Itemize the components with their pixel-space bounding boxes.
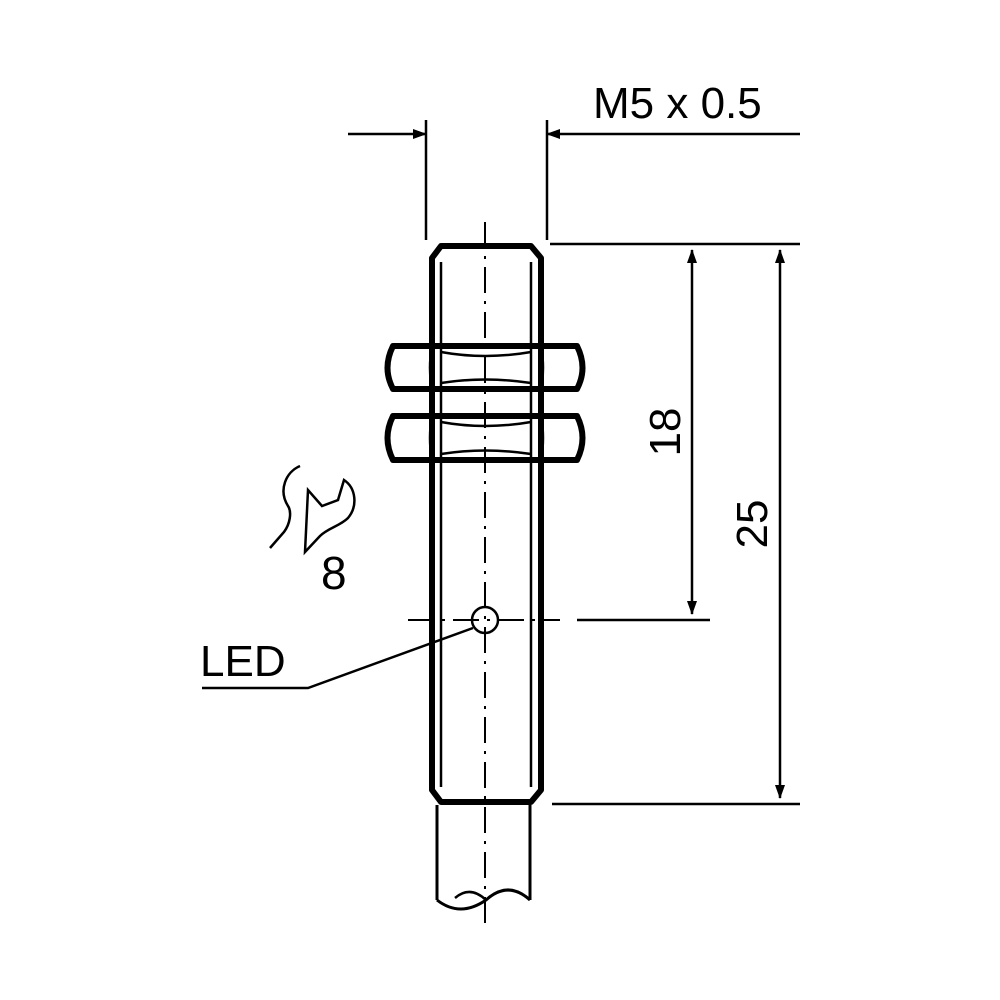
thread-label: M5 x 0.5 <box>593 79 762 128</box>
led-leader-line <box>202 626 474 690</box>
wrench-size-label: 8 <box>321 547 347 599</box>
hex-nut-lower <box>384 413 586 463</box>
wrench-icon <box>269 464 356 556</box>
dimension-25-label: 25 <box>728 500 777 549</box>
sensor-barrel <box>429 243 544 805</box>
dimension-18-label: 18 <box>641 408 690 457</box>
thread-dimension <box>348 120 800 240</box>
led-label: LED <box>200 637 286 686</box>
cable <box>435 805 532 911</box>
hex-nut-upper <box>384 343 586 392</box>
